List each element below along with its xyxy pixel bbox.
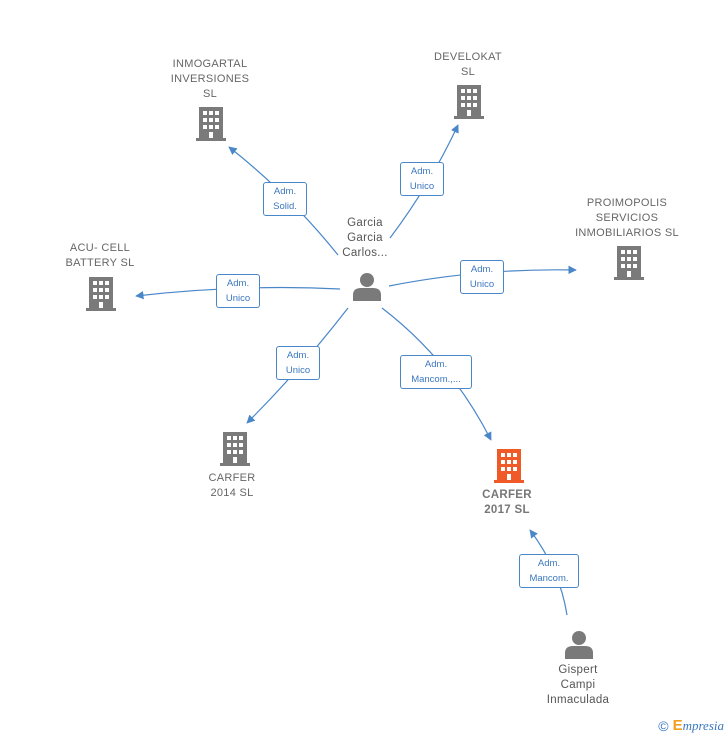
building-icon[interactable] xyxy=(86,277,116,311)
edge-label-develokat[interactable]: Adm. Unico xyxy=(400,162,444,196)
brand-logo-initial: E xyxy=(672,717,683,734)
person-icon[interactable] xyxy=(564,629,594,659)
building-icon[interactable] xyxy=(614,246,644,280)
edge-label-carfer-2017[interactable]: Adm. Mancom.,... xyxy=(400,355,472,389)
footer-brand[interactable]: © E mpresia xyxy=(658,717,724,734)
building-icon[interactable] xyxy=(454,85,484,119)
company-label-inmogartal[interactable]: INMOGARTAL INVERSIONES SL xyxy=(170,58,250,100)
edge-label-carfer-2014[interactable]: Adm. Unico xyxy=(276,346,320,380)
edge-label-proimopolis[interactable]: Adm. Unico xyxy=(460,260,504,294)
company-label-carfer-2017[interactable]: CARFER 2017 SL xyxy=(482,489,532,516)
company-label-carfer-2014[interactable]: CARFER 2014 SL xyxy=(208,472,256,499)
person-icon[interactable] xyxy=(352,271,382,301)
building-icon[interactable] xyxy=(220,432,250,466)
company-label-proimopolis[interactable]: PROIMOPOLIS SERVICIOS INMOBILIARIOS SL xyxy=(575,197,679,239)
company-label-develokat[interactable]: DEVELOKAT SL xyxy=(434,51,502,78)
edge-label-gispert[interactable]: Adm. Mancom. xyxy=(519,554,579,588)
person-label-gispert[interactable]: Gispert Campi Inmaculada xyxy=(546,664,610,706)
person-label-garcia[interactable]: Garcia Garcia Carlos... xyxy=(342,217,388,259)
edge-label-inmogartal[interactable]: Adm. Solid. xyxy=(263,182,307,216)
brand-logo-text: mpresia xyxy=(682,717,724,733)
company-label-acu-cell[interactable]: ACU- CELL BATTERY SL xyxy=(65,242,135,269)
edge-label-acu-cell[interactable]: Adm. Unico xyxy=(216,274,260,308)
focus-building-icon[interactable] xyxy=(494,449,524,483)
building-icon[interactable] xyxy=(196,107,226,141)
copyright-icon: © xyxy=(658,717,669,734)
